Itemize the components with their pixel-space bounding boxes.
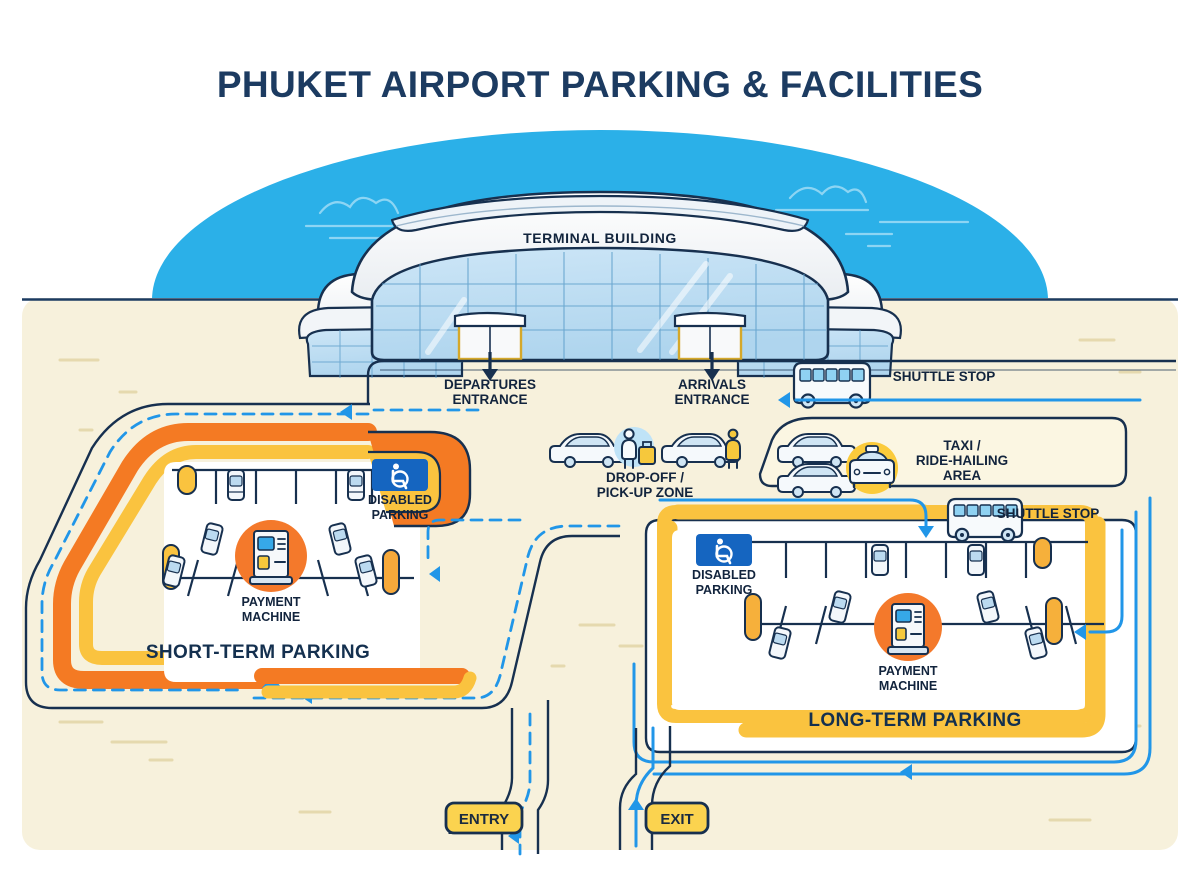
disabled-parking-label-lt-line2: PARKING <box>696 583 753 597</box>
payment-machine-lt-label-line2: MACHINE <box>879 679 937 693</box>
payment-machine-long-term: PAYMENT MACHINE <box>874 593 942 693</box>
pedestrian-icon <box>725 428 741 469</box>
car-icon <box>777 433 856 468</box>
disabled-parking-label-lt-line1: DISABLED <box>692 568 756 582</box>
car-icon <box>347 469 365 501</box>
taxi-zone-label-line3: AREA <box>943 468 982 483</box>
car-icon <box>967 544 985 576</box>
arrivals-entrance: ARRIVALS ENTRANCE <box>674 352 750 407</box>
terminal-frontage-road <box>366 359 1176 403</box>
long-term-parking-label: LONG-TERM PARKING <box>808 710 1021 731</box>
payment-kiosk-icon <box>887 603 929 655</box>
long-term-parking-zone: DISABLED PARKING PAYMENT MACHINE LONG-TE… <box>644 504 1138 754</box>
disabled-parking-sign-short-term: DISABLED PARKING <box>368 459 432 522</box>
traveler-with-luggage-icon <box>614 427 656 469</box>
shuttle-bus-icon <box>946 497 1024 543</box>
long-term-flow-arrows <box>778 392 1086 780</box>
payment-machine-lt-label-line1: PAYMENT <box>878 664 937 678</box>
car-icon <box>976 590 1000 624</box>
car-icon <box>828 590 852 624</box>
exit-sign[interactable]: EXIT <box>644 801 710 835</box>
wheelchair-icon <box>715 538 733 565</box>
wheelchair-icon <box>391 463 409 490</box>
car-icon <box>661 433 740 468</box>
dropoff-pickup-zone: DROP-OFF / PICK-UP ZONE <box>549 427 741 500</box>
terminal-building: TERMINAL BUILDING <box>298 190 902 378</box>
car-icon <box>328 522 352 556</box>
payment-kiosk-icon <box>249 530 293 585</box>
payment-machine-label-line2: MACHINE <box>242 610 300 624</box>
lower-connector-road <box>254 668 477 699</box>
short-term-parking-zone: DISABLED PARKING PAYMENT MACHINE SHORT-T… <box>24 402 620 710</box>
short-term-parking-label: SHORT-TERM PARKING <box>146 642 370 663</box>
car-icon <box>768 626 792 660</box>
shuttle-stop-top: SHUTTLE STOP <box>792 361 996 409</box>
disabled-parking-label-line1: DISABLED <box>368 493 432 507</box>
shuttle-stop-top-label: SHUTTLE STOP <box>893 369 996 384</box>
car-icon <box>354 554 378 588</box>
entry-sign-label: ENTRY <box>459 811 509 828</box>
car-icon <box>227 469 245 501</box>
taxi-zone-label-line2: RIDE-HAILING <box>916 453 1008 468</box>
long-term-bays <box>744 537 1104 660</box>
car-icon <box>1024 626 1048 660</box>
car-icon <box>777 463 856 498</box>
car-icon <box>871 544 889 576</box>
car-icon <box>200 522 224 556</box>
payment-machine-label-line1: PAYMENT <box>241 595 300 609</box>
shuttle-stop-right-label: SHUTTLE STOP <box>997 506 1100 521</box>
taxi-ride-hailing-zone: TAXI / RIDE-HAILING AREA <box>758 416 1128 498</box>
short-term-traffic-flow <box>40 408 624 700</box>
terminal-label: TERMINAL BUILDING <box>523 230 677 246</box>
car-icon <box>162 554 186 588</box>
disabled-parking-sign-long-term: DISABLED PARKING <box>692 534 756 597</box>
shuttle-stop-right: SHUTTLE STOP <box>946 497 1100 543</box>
dropoff-zone-label-line2: PICK-UP ZONE <box>597 485 694 500</box>
departures-entrance-line1: DEPARTURES <box>444 377 536 392</box>
arrivals-entrance-line1: ARRIVALS <box>678 377 746 392</box>
payment-machine-short-term: PAYMENT MACHINE <box>235 520 307 624</box>
disabled-parking-label-line2: PARKING <box>372 508 429 522</box>
exit-sign-label: EXIT <box>660 811 693 828</box>
page-title: PHUKET AIRPORT PARKING & FACILITIES <box>217 64 983 105</box>
departures-door <box>453 311 527 361</box>
departures-entrance: DEPARTURES ENTRANCE <box>444 352 536 407</box>
car-icon <box>549 433 628 468</box>
departures-entrance-line2: ENTRANCE <box>452 392 527 407</box>
arrivals-entrance-line2: ENTRANCE <box>674 392 749 407</box>
entry-sign[interactable]: ENTRY <box>444 801 524 835</box>
arrivals-door <box>673 311 747 361</box>
dropoff-zone-label-line1: DROP-OFF / <box>606 470 684 485</box>
entry-exit-roads <box>500 700 672 856</box>
taxi-zone-label-line1: TAXI / <box>943 438 980 453</box>
taxi-icon <box>846 442 898 494</box>
